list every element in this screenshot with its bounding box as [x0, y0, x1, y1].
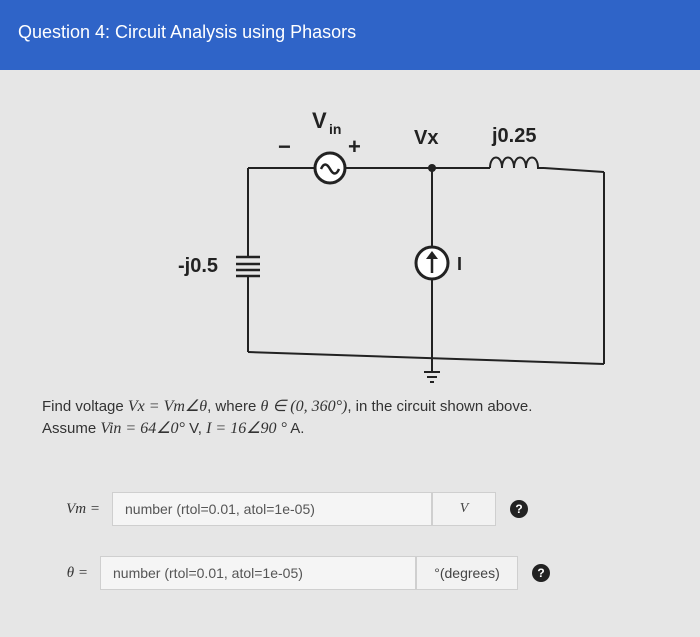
vm-input[interactable]: number (rtol=0.01, atol=1e-05) — [112, 492, 432, 526]
wire-top-right — [543, 167, 605, 173]
problem-line-2: Assume Vin = 64∠0° V, I = 16∠90 ° A. — [42, 418, 662, 440]
capacitor-label: -j0.5 — [178, 255, 218, 277]
theta-label: θ = — [66, 564, 88, 581]
problem-line-1: Find voltage Vx = Vm∠θ, where θ ∈ (0, 36… — [42, 396, 662, 418]
problem-text: Find voltage — [42, 398, 128, 415]
question-header: Question 4: Circuit Analysis using Phaso… — [0, 0, 700, 70]
inductor-icon — [489, 156, 544, 169]
plus-sign: + — [348, 134, 361, 159]
theta-unit: °(degrees) — [416, 556, 518, 590]
problem-statement: Find voltage Vx = Vm∠θ, where θ ∈ (0, 36… — [42, 396, 662, 440]
sine-wave-icon — [319, 163, 341, 175]
vm-unit: V — [432, 492, 496, 526]
question-body — [0, 70, 700, 637]
inductor-label: j0.25 — [491, 125, 536, 147]
problem-text: Assume — [42, 420, 101, 437]
vin-subscript: in — [329, 121, 341, 137]
vm-help-icon[interactable]: ? — [510, 500, 528, 518]
ground-icon — [424, 371, 440, 383]
theta-range: θ ∈ (0, 360°) — [260, 398, 348, 415]
problem-text: A. — [286, 420, 305, 437]
wire-bottom — [247, 351, 605, 365]
problem-text: , where — [207, 398, 261, 415]
vin-label: V — [312, 108, 327, 133]
capacitor-icon — [236, 255, 260, 278]
vx-label: Vx — [414, 127, 438, 149]
minus-sign: − — [278, 134, 291, 159]
theta-help-icon[interactable]: ? — [532, 564, 550, 582]
theta-answer-row: θ = number (rtol=0.01, atol=1e-05) °(deg… — [40, 556, 550, 590]
circuit-diagram: V in − + Vx j0.25 -j0.5 I — [178, 108, 605, 383]
current-expression: I = 16∠90 ° — [206, 420, 287, 437]
current-label: I — [457, 254, 462, 274]
question-title: Question 4: Circuit Analysis using Phaso… — [18, 22, 357, 42]
vx-expression: Vx = Vm∠θ — [127, 398, 208, 415]
theta-input[interactable]: number (rtol=0.01, atol=1e-05) — [100, 556, 416, 590]
problem-text: , in the circuit shown above. — [347, 398, 533, 415]
vin-expression: Vin = 64∠0° — [100, 420, 185, 437]
arrow-up-icon — [426, 251, 438, 259]
vm-answer-row: Vm = number (rtol=0.01, atol=1e-05) V ? — [40, 492, 528, 526]
node-vx-dot — [428, 164, 436, 172]
problem-text: V, — [184, 420, 207, 437]
vm-label: Vm = — [66, 500, 100, 517]
